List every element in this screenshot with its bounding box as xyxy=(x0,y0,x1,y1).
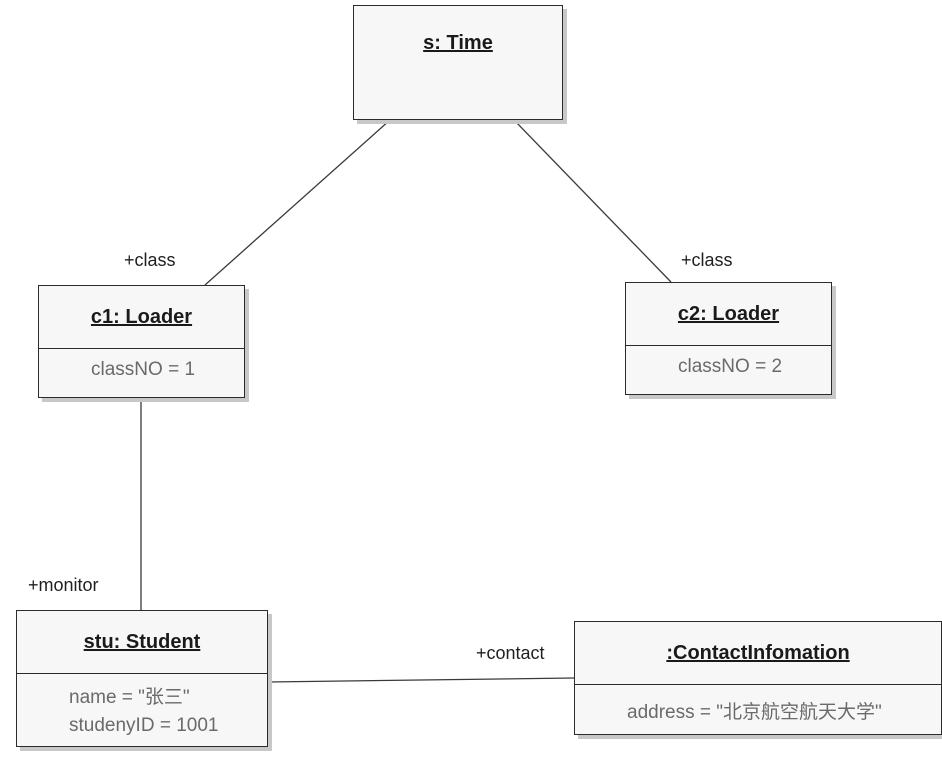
role-label-monitor: +monitor xyxy=(28,575,99,595)
object-time-header: s: Time xyxy=(354,6,562,81)
object-time-title: s: Time xyxy=(423,32,493,54)
object-contact-information[interactable]: :ContactInfomation address = "北京航空航天大学" xyxy=(574,621,942,735)
object-c2-title: c2: Loader xyxy=(677,302,780,325)
object-contact-title: :ContactInfomation xyxy=(666,641,850,664)
role-label-contact: +contact xyxy=(476,643,545,663)
object-c1-loader[interactable]: c1: Loader classNO = 1 xyxy=(38,285,245,398)
object-time[interactable]: s: Time xyxy=(353,5,563,120)
object-student-attr-id: studenyID = 1001 xyxy=(69,715,219,736)
object-c2-attr-classno: classNO = 2 xyxy=(678,356,783,377)
link-time-c2 xyxy=(513,119,672,283)
object-contact-attr-address: address = "北京航空航天大学" xyxy=(627,702,882,723)
role-label-c1-class: +class xyxy=(124,250,176,270)
object-c2-loader[interactable]: c2: Loader classNO = 2 xyxy=(625,282,832,395)
object-contact-attributes: address = "北京航空航天大学" xyxy=(575,684,941,724)
object-c1-attr-classno: classNO = 1 xyxy=(91,359,196,380)
object-c2-header: c2: Loader xyxy=(626,283,831,345)
object-c1-title: c1: Loader xyxy=(90,305,193,328)
role-label-c2-class: +class xyxy=(681,250,733,270)
object-c1-header: c1: Loader xyxy=(39,286,244,348)
object-c2-attributes: classNO = 2 xyxy=(626,345,831,378)
link-student-contact xyxy=(267,677,575,683)
object-contact-header: :ContactInfomation xyxy=(575,622,941,684)
object-student-attr-name: name = "张三" xyxy=(69,687,190,708)
link-time-c1 xyxy=(204,119,391,286)
object-student[interactable]: stu: Student name = "张三" studenyID = 100… xyxy=(16,610,268,747)
object-student-header: stu: Student xyxy=(17,611,267,673)
object-student-title: stu: Student xyxy=(83,630,201,653)
object-student-attributes: name = "张三" studenyID = 1001 xyxy=(17,673,267,740)
object-c1-attributes: classNO = 1 xyxy=(39,348,244,381)
